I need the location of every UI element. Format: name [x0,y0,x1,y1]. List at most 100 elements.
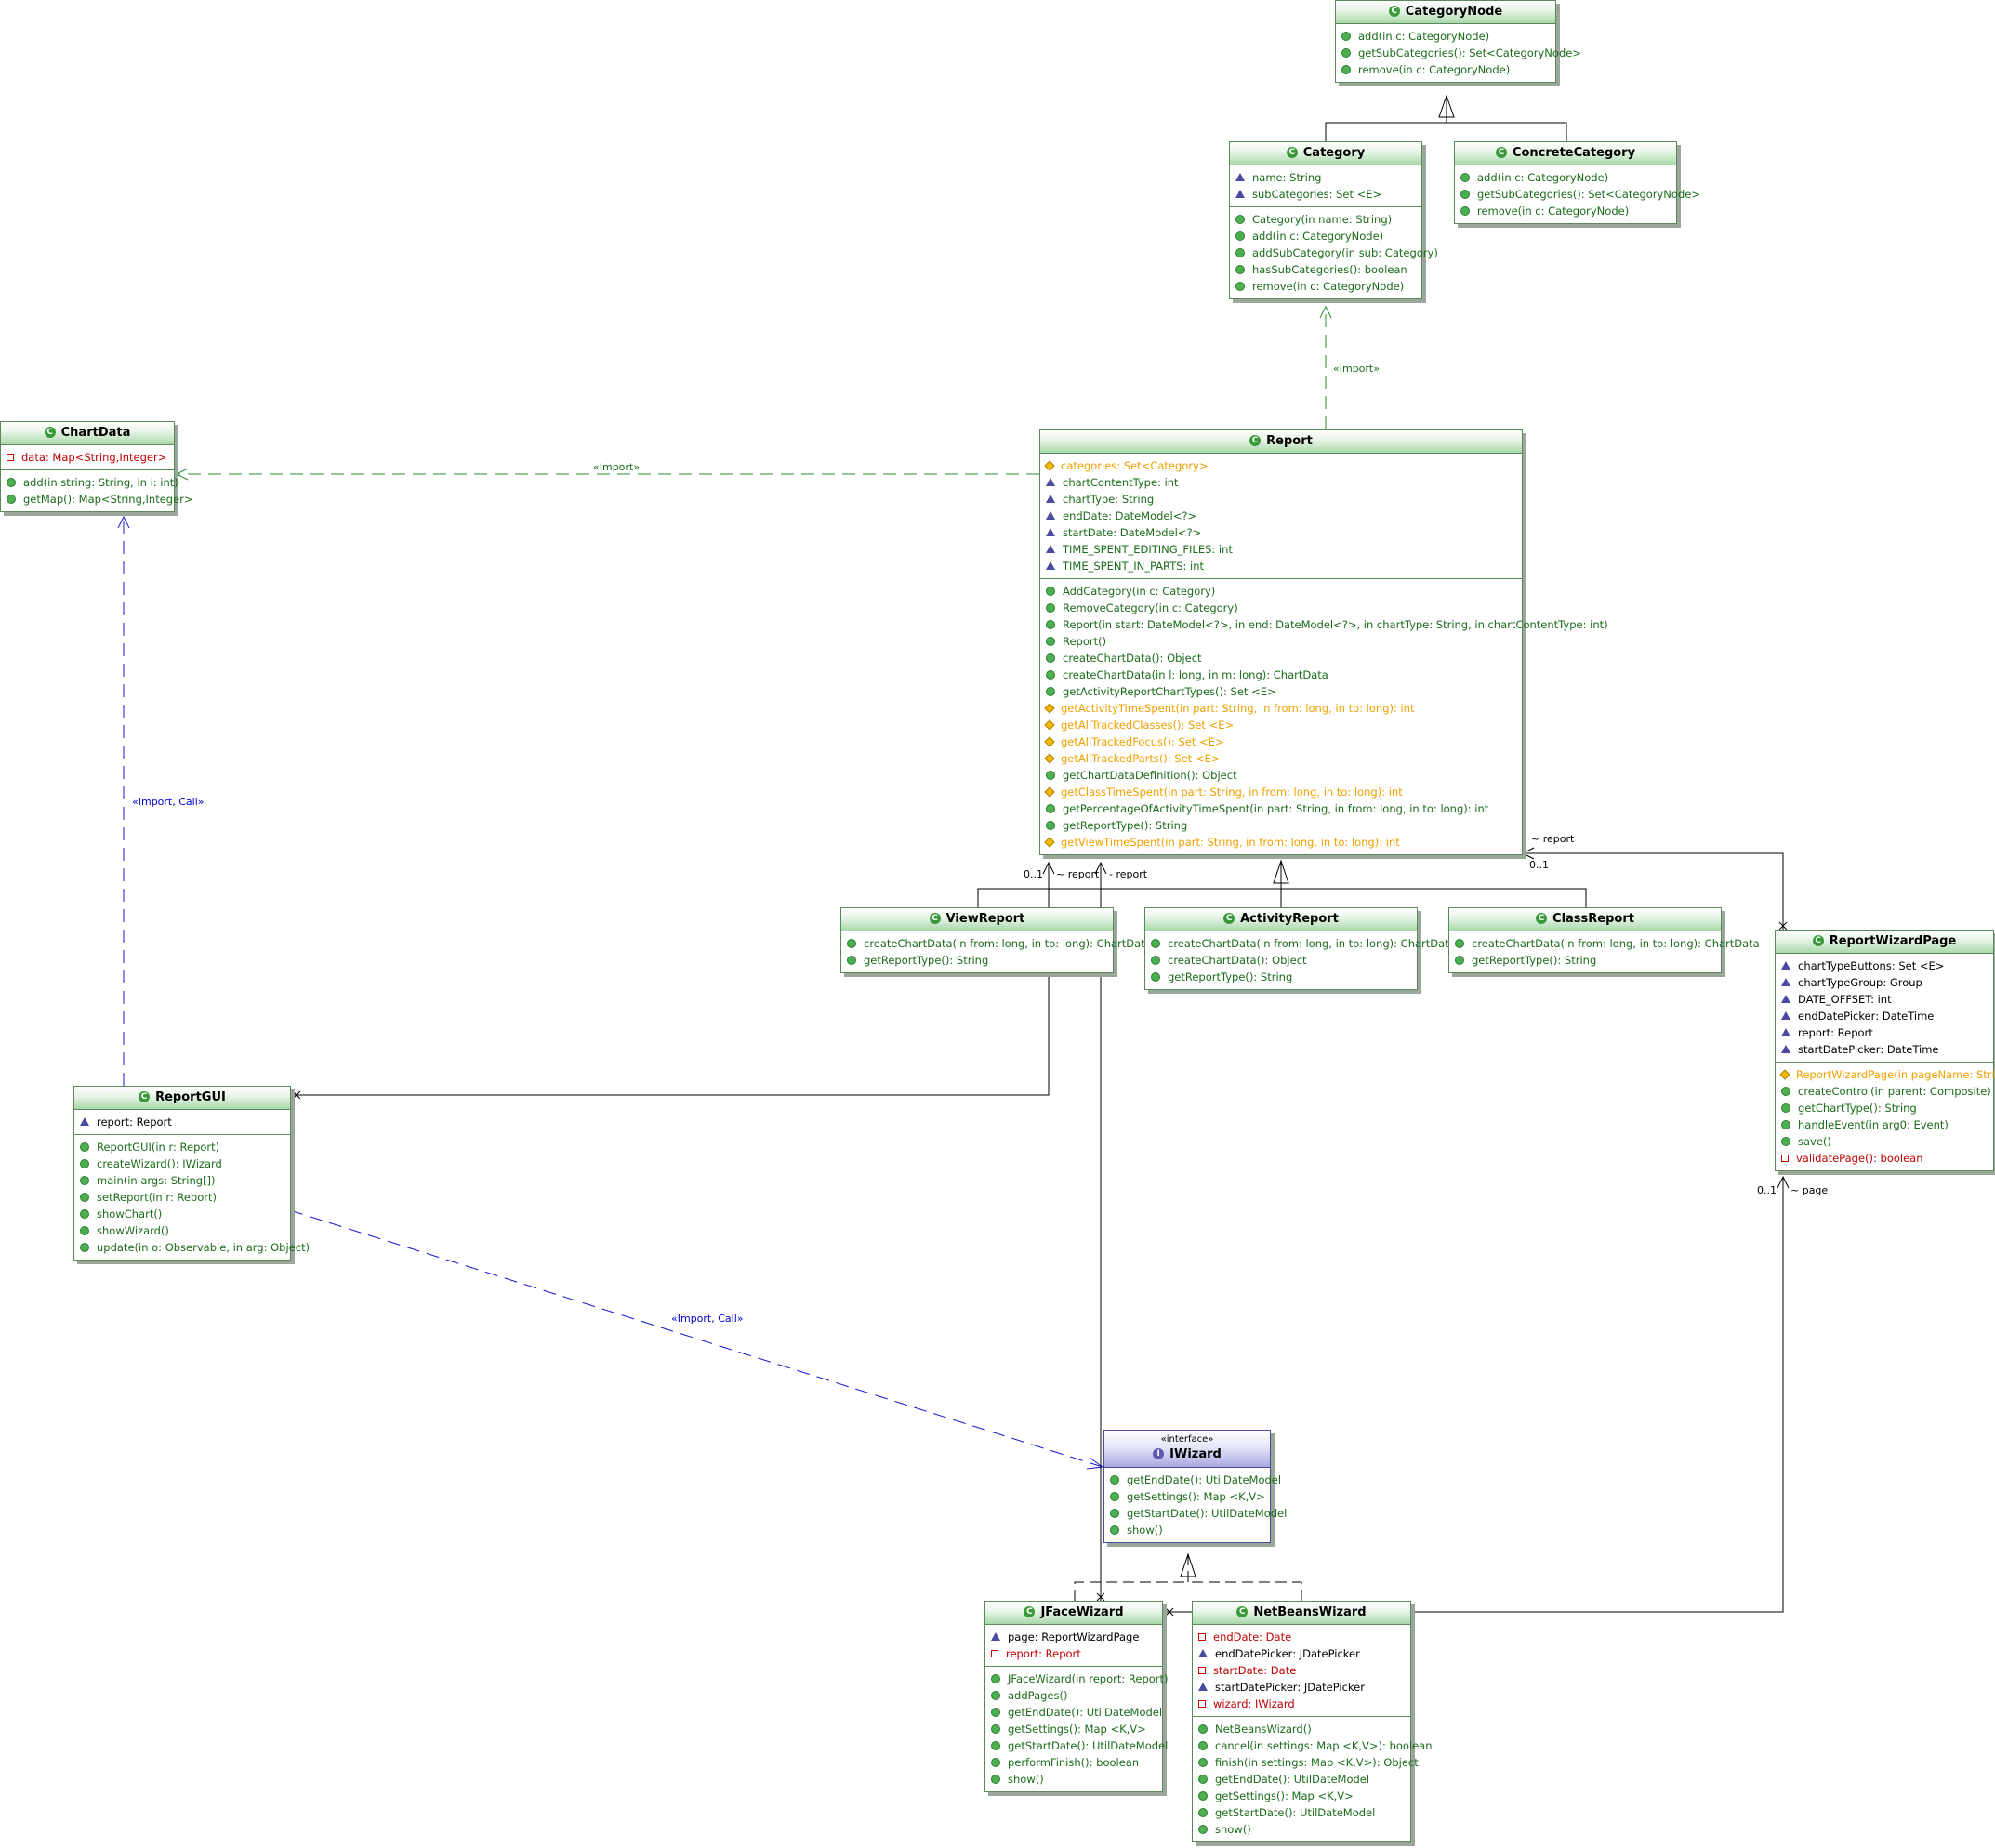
netbeanswizard-attribute-row[interactable]: wizard: IWizard [1193,1696,1410,1712]
report-method-row[interactable]: getAllTrackedFocus(): Set <E> [1040,733,1522,750]
reportwizardpage-method-row[interactable]: getChartType(): String [1776,1100,1993,1116]
reportgui-method-row[interactable]: showChart() [74,1206,290,1222]
reportwizardpage-method-row[interactable]: save() [1776,1133,1993,1150]
jfacewizard-attribute-row[interactable]: report: Report [985,1645,1162,1662]
reportwizardpage-attribute-row[interactable]: chartTypeGroup: Group [1776,974,1993,991]
netbeanswizard-attribute-row[interactable]: endDatePicker: JDatePicker [1193,1645,1410,1662]
chartdata-method-row[interactable]: getMap(): Map<String,Integer> [1,491,193,508]
reportwizardpage-method-row[interactable]: validatePage(): boolean [1776,1150,1993,1167]
categorynode-method-row[interactable]: getSubCategories(): Set<CategoryNode> [1336,45,1581,61]
iwizard-method-row[interactable]: getSettings(): Map <K,V> [1104,1488,1270,1505]
jfacewizard-attribute-row[interactable]: page: ReportWizardPage [985,1629,1162,1645]
category-method-row[interactable]: add(in c: CategoryNode) [1230,228,1421,244]
report-method-row[interactable]: getAllTrackedClasses(): Set <E> [1040,717,1522,733]
reportgui-method-row[interactable]: showWizard() [74,1222,290,1239]
chartdata-method-row[interactable]: add(in string: String, in i: int) [1,474,178,491]
report-method-row[interactable]: Report(in start: DateModel<?>, in end: D… [1040,616,1608,633]
classreport-method-row[interactable]: createChartData(in from: long, in to: lo… [1449,935,1760,952]
reportwizardpage-method-row[interactable]: handleEvent(in arg0: Event) [1776,1116,1993,1133]
chartdata-attribute-row[interactable]: data: Map<String,Integer> [1,449,174,466]
report-method-row[interactable]: getPercentageOfActivityTimeSpent(in part… [1040,800,1522,817]
report-attribute-row[interactable]: chartContentType: int [1040,474,1522,491]
netbeanswizard-method-row[interactable]: NetBeansWizard() [1193,1721,1410,1737]
concretecategory-method-row[interactable]: add(in c: CategoryNode) [1455,169,1676,186]
reportwizardpage-attribute-row[interactable]: startDatePicker: DateTime [1776,1041,1993,1058]
reportgui-attribute-row[interactable]: report: Report [74,1114,290,1130]
report-method-row[interactable]: getAllTrackedParts(): Set <E> [1040,750,1522,767]
reportwizardpage-attribute-row[interactable]: report: Report [1776,1024,1993,1041]
jfacewizard-method-row[interactable]: getStartDate(): UtilDateModel [985,1737,1168,1754]
netbeanswizard-method-row[interactable]: getSettings(): Map <K,V> [1193,1788,1410,1804]
report-attribute-row[interactable]: TIME_SPENT_IN_PARTS: int [1040,558,1522,574]
categorynode-method-row[interactable]: add(in c: CategoryNode) [1336,28,1555,45]
jfacewizard-method-row[interactable]: getSettings(): Map <K,V> [985,1721,1162,1737]
report-attribute-row[interactable]: categories: Set<Category> [1040,457,1522,474]
report-method-row[interactable]: AddCategory(in c: Category) [1040,583,1522,600]
category-method-row[interactable]: Category(in name: String) [1230,211,1421,228]
iwizard-method-row[interactable]: show() [1104,1522,1270,1538]
reportwizardpage-attribute-row[interactable]: endDatePicker: DateTime [1776,1008,1993,1024]
category-method-row[interactable]: hasSubCategories(): boolean [1230,261,1421,278]
netbeanswizard-attribute-row[interactable]: startDate: Date [1193,1662,1410,1679]
jfacewizard-method-row[interactable]: performFinish(): boolean [985,1754,1162,1771]
activityreport-method-row[interactable]: getReportType(): String [1145,969,1417,985]
report-method-row[interactable]: createChartData(in l: long, in m: long):… [1040,667,1522,683]
report-method-row[interactable]: getReportType(): String [1040,817,1522,834]
netbeanswizard-method-row[interactable]: getEndDate(): UtilDateModel [1193,1771,1410,1788]
report-method-row[interactable]: getViewTimeSpent(in part: String, in fro… [1040,834,1522,851]
report-method-row[interactable]: RemoveCategory(in c: Category) [1040,600,1522,616]
jfacewizard-method-row[interactable]: JFaceWizard(in report: Report) [985,1670,1169,1687]
concretecategory-method-row[interactable]: remove(in c: CategoryNode) [1455,203,1676,219]
iwizard-method-row[interactable]: getStartDate(): UtilDateModel [1104,1505,1287,1522]
reportwizardpage-method-row[interactable]: ReportWizardPage(in pageName: String) [1776,1066,1995,1083]
reportwizardpage-attribute-row[interactable]: DATE_OFFSET: int [1776,991,1993,1008]
jfacewizard-method-row[interactable]: getEndDate(): UtilDateModel [985,1704,1162,1721]
netbeanswizard-attribute-row[interactable]: startDatePicker: JDatePicker [1193,1679,1410,1696]
reportgui-method-row[interactable]: createWizard(): IWizard [74,1155,290,1172]
category-method-row[interactable]: remove(in c: CategoryNode) [1230,278,1421,295]
activityreport-method-row[interactable]: createChartData(in from: long, in to: lo… [1145,935,1456,952]
netbeanswizard-method-row[interactable]: finish(in settings: Map <K,V>): Object [1193,1754,1419,1771]
category-attribute-row[interactable]: subCategories: Set <E> [1230,186,1421,203]
category-method-row[interactable]: addSubCategory(in sub: Category) [1230,244,1438,261]
reportwizardpage-attribute-row[interactable]: chartTypeButtons: Set <E> [1776,957,1993,974]
report-attribute-row[interactable]: chartType: String [1040,491,1522,508]
report-method-row[interactable]: getActivityReportChartTypes(): Set <E> [1040,683,1522,700]
reportgui-method-row[interactable]: setReport(in r: Report) [74,1189,290,1206]
viewreport-method-row[interactable]: getReportType(): String [841,952,1113,969]
category-attribute-row[interactable]: name: String [1230,169,1421,186]
jfacewizard-method-row[interactable]: show() [985,1771,1162,1788]
netbeanswizard-method-row[interactable]: getStartDate(): UtilDateModel [1193,1804,1410,1821]
report-attribute-row[interactable]: TIME_SPENT_EDITING_FILES: int [1040,541,1522,558]
reportgui-method-row[interactable]: ReportGUI(in r: Report) [74,1139,290,1155]
reportwizardpage-method-row[interactable]: createControl(in parent: Composite) [1776,1083,1993,1100]
classreport-method-row[interactable]: getReportType(): String [1449,952,1721,969]
netbeanswizard-method-row[interactable]: cancel(in settings: Map <K,V>): boolean [1193,1737,1433,1754]
report-method-row[interactable]: getChartDataDefinition(): Object [1040,767,1522,784]
categorynode-method-row[interactable]: remove(in c: CategoryNode) [1336,61,1555,78]
report-method-row[interactable]: Report() [1040,633,1522,650]
concretecategory-method-row[interactable]: getSubCategories(): Set<CategoryNode> [1455,186,1700,203]
report-attribute-row[interactable]: endDate: DateModel<?> [1040,508,1522,524]
report-method-row[interactable]: getActivityTimeSpent(in part: String, in… [1040,700,1522,717]
viewreport-method-row[interactable]: createChartData(in from: long, in to: lo… [841,935,1152,952]
report-attribute-row[interactable]: startDate: DateModel<?> [1040,524,1522,541]
jfacewizard-method-row[interactable]: addPages() [985,1687,1162,1704]
report-method-row[interactable]: createChartData(): Object [1040,650,1522,667]
reportgui-method-row[interactable]: main(in args: String[]) [74,1172,290,1189]
netbeanswizard-attribute-row[interactable]: endDate: Date [1193,1629,1410,1645]
netbeanswizard-method-row[interactable]: show() [1193,1821,1410,1838]
